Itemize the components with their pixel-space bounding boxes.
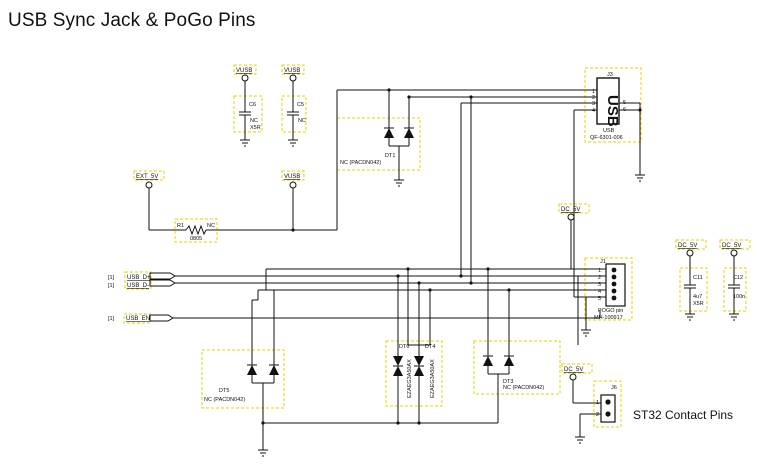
svg-text:EXT_5V: EXT_5V — [136, 174, 158, 180]
usb-data-wires — [175, 95, 594, 345]
svg-text:X5R: X5R — [693, 301, 704, 307]
highlight-boxes — [123, 64, 751, 428]
svg-text:VUSB: VUSB — [284, 174, 300, 180]
svg-text:DC_5V: DC_5V — [564, 367, 583, 373]
svg-text:DT5: DT5 — [219, 388, 229, 394]
svg-text:C5: C5 — [297, 102, 304, 108]
svg-text:3: 3 — [592, 101, 595, 107]
tvs-diode-dt4: DT4 EZAEG3A50AX — [407, 269, 436, 423]
tvs-array-dt5: DT5 NC (PACDN042) — [204, 269, 279, 457]
svg-text:USB: USB — [603, 128, 615, 134]
svg-text:EZAEG3A50AX: EZAEG3A50AX — [407, 359, 413, 398]
page-title: USB Sync Jack & PoGo Pins — [8, 10, 256, 31]
svg-text:4: 4 — [598, 289, 601, 295]
svg-text:MH-100917: MH-100917 — [594, 315, 623, 321]
svg-text:DT6: DT6 — [399, 344, 409, 350]
tvs-diode-dt6: DT6 EZAEG3A50AX — [393, 276, 413, 423]
capacitor-c12: C12 100n — [728, 256, 745, 321]
svg-text:USB_D+: USB_D+ — [127, 275, 151, 281]
svg-text:DC_5V: DC_5V — [722, 243, 741, 249]
net-label-ext-5v: EXT_5V — [136, 174, 158, 189]
svg-text:NC: NC — [298, 118, 306, 124]
svg-text:[1]: [1] — [108, 283, 115, 289]
svg-text:USB_D-: USB_D- — [127, 283, 149, 289]
svg-text:100n: 100n — [733, 294, 745, 300]
svg-text:2: 2 — [598, 275, 601, 281]
svg-text:USB_EN: USB_EN — [126, 316, 150, 322]
port-usb-en: [1] USB_EN — [108, 310, 601, 322]
svg-text:C6: C6 — [249, 102, 256, 108]
svg-text:1: 1 — [598, 268, 601, 274]
svg-text:1: 1 — [592, 89, 595, 95]
svg-text:POGO pin: POGO pin — [598, 308, 623, 314]
tvs-array-dt1: DT1 NC (PACDN042) — [336, 88, 580, 210]
net-label-vusb-c6: VUSB — [236, 68, 252, 112]
svg-text:J3: J3 — [607, 72, 613, 78]
svg-text:5: 5 — [598, 296, 601, 302]
svg-text:DC_5V: DC_5V — [561, 207, 580, 213]
capacitor-c6: C6 NC X5R — [239, 102, 261, 147]
svg-text:VUSB: VUSB — [236, 68, 252, 74]
svg-text:2: 2 — [596, 412, 599, 418]
capacitor-c5: C5 NC — [287, 102, 306, 147]
svg-text:DT4: DT4 — [425, 344, 435, 350]
svg-text:0805: 0805 — [190, 236, 202, 242]
capacitor-c11: C11 4u7 X5R — [684, 256, 704, 321]
connector-j6: J6 1 2 ST32 Contact Pins — [572, 380, 733, 444]
svg-text:[1]: [1] — [108, 275, 115, 281]
svg-text:DC_5V: DC_5V — [678, 243, 697, 249]
svg-text:NC (PACDN042): NC (PACDN042) — [503, 385, 544, 391]
svg-text:J1: J1 — [600, 259, 606, 265]
svg-text:J6: J6 — [611, 385, 617, 391]
net-label-vusb-r1: VUSB — [284, 174, 300, 189]
svg-text:NC (PACDN042): NC (PACDN042) — [204, 397, 245, 403]
svg-text:C11: C11 — [693, 275, 703, 281]
port-usb-dp: [1] USB_D+ — [108, 272, 176, 281]
svg-text:ST32 Contact Pins: ST32 Contact Pins — [633, 408, 733, 422]
svg-text:NC: NC — [207, 223, 215, 229]
resistor-r1: R1 NC 0805 — [148, 188, 338, 242]
ground-bus — [263, 421, 498, 425]
net-label-vusb-c5: VUSB — [284, 68, 300, 112]
svg-text:4: 4 — [592, 108, 595, 114]
svg-text:R1: R1 — [177, 223, 184, 229]
svg-text:C12: C12 — [733, 275, 743, 281]
tvs-array-dt3: DT3 NC (PACDN042) — [483, 269, 544, 423]
svg-text:QF-6301-006: QF-6301-006 — [590, 135, 623, 141]
svg-text:X5R: X5R — [250, 125, 261, 131]
svg-text:4u7: 4u7 — [693, 294, 702, 300]
svg-text:EZAEG3A50AX: EZAEG3A50AX — [430, 359, 436, 398]
svg-text:NC: NC — [250, 118, 258, 124]
svg-text:DT1: DT1 — [385, 153, 395, 159]
svg-text:USB: USB — [604, 95, 621, 127]
svg-text:VUSB: VUSB — [284, 68, 300, 74]
svg-text:2: 2 — [592, 95, 595, 101]
svg-text:[1]: [1] — [108, 316, 115, 322]
svg-text:DT3: DT3 — [503, 379, 513, 385]
connector-j1-pogo: J1 1 2 3 4 5 POGO pin MH-100917 — [581, 259, 626, 337]
connector-j3-usb: USB J3 USB QF-6301-006 1 2 3 4 5 6 — [409, 72, 645, 182]
svg-text:NC (PACDN042): NC (PACDN042) — [340, 160, 381, 166]
port-usb-dm: [1] USB_D- — [108, 279, 176, 289]
svg-text:3: 3 — [598, 282, 601, 288]
